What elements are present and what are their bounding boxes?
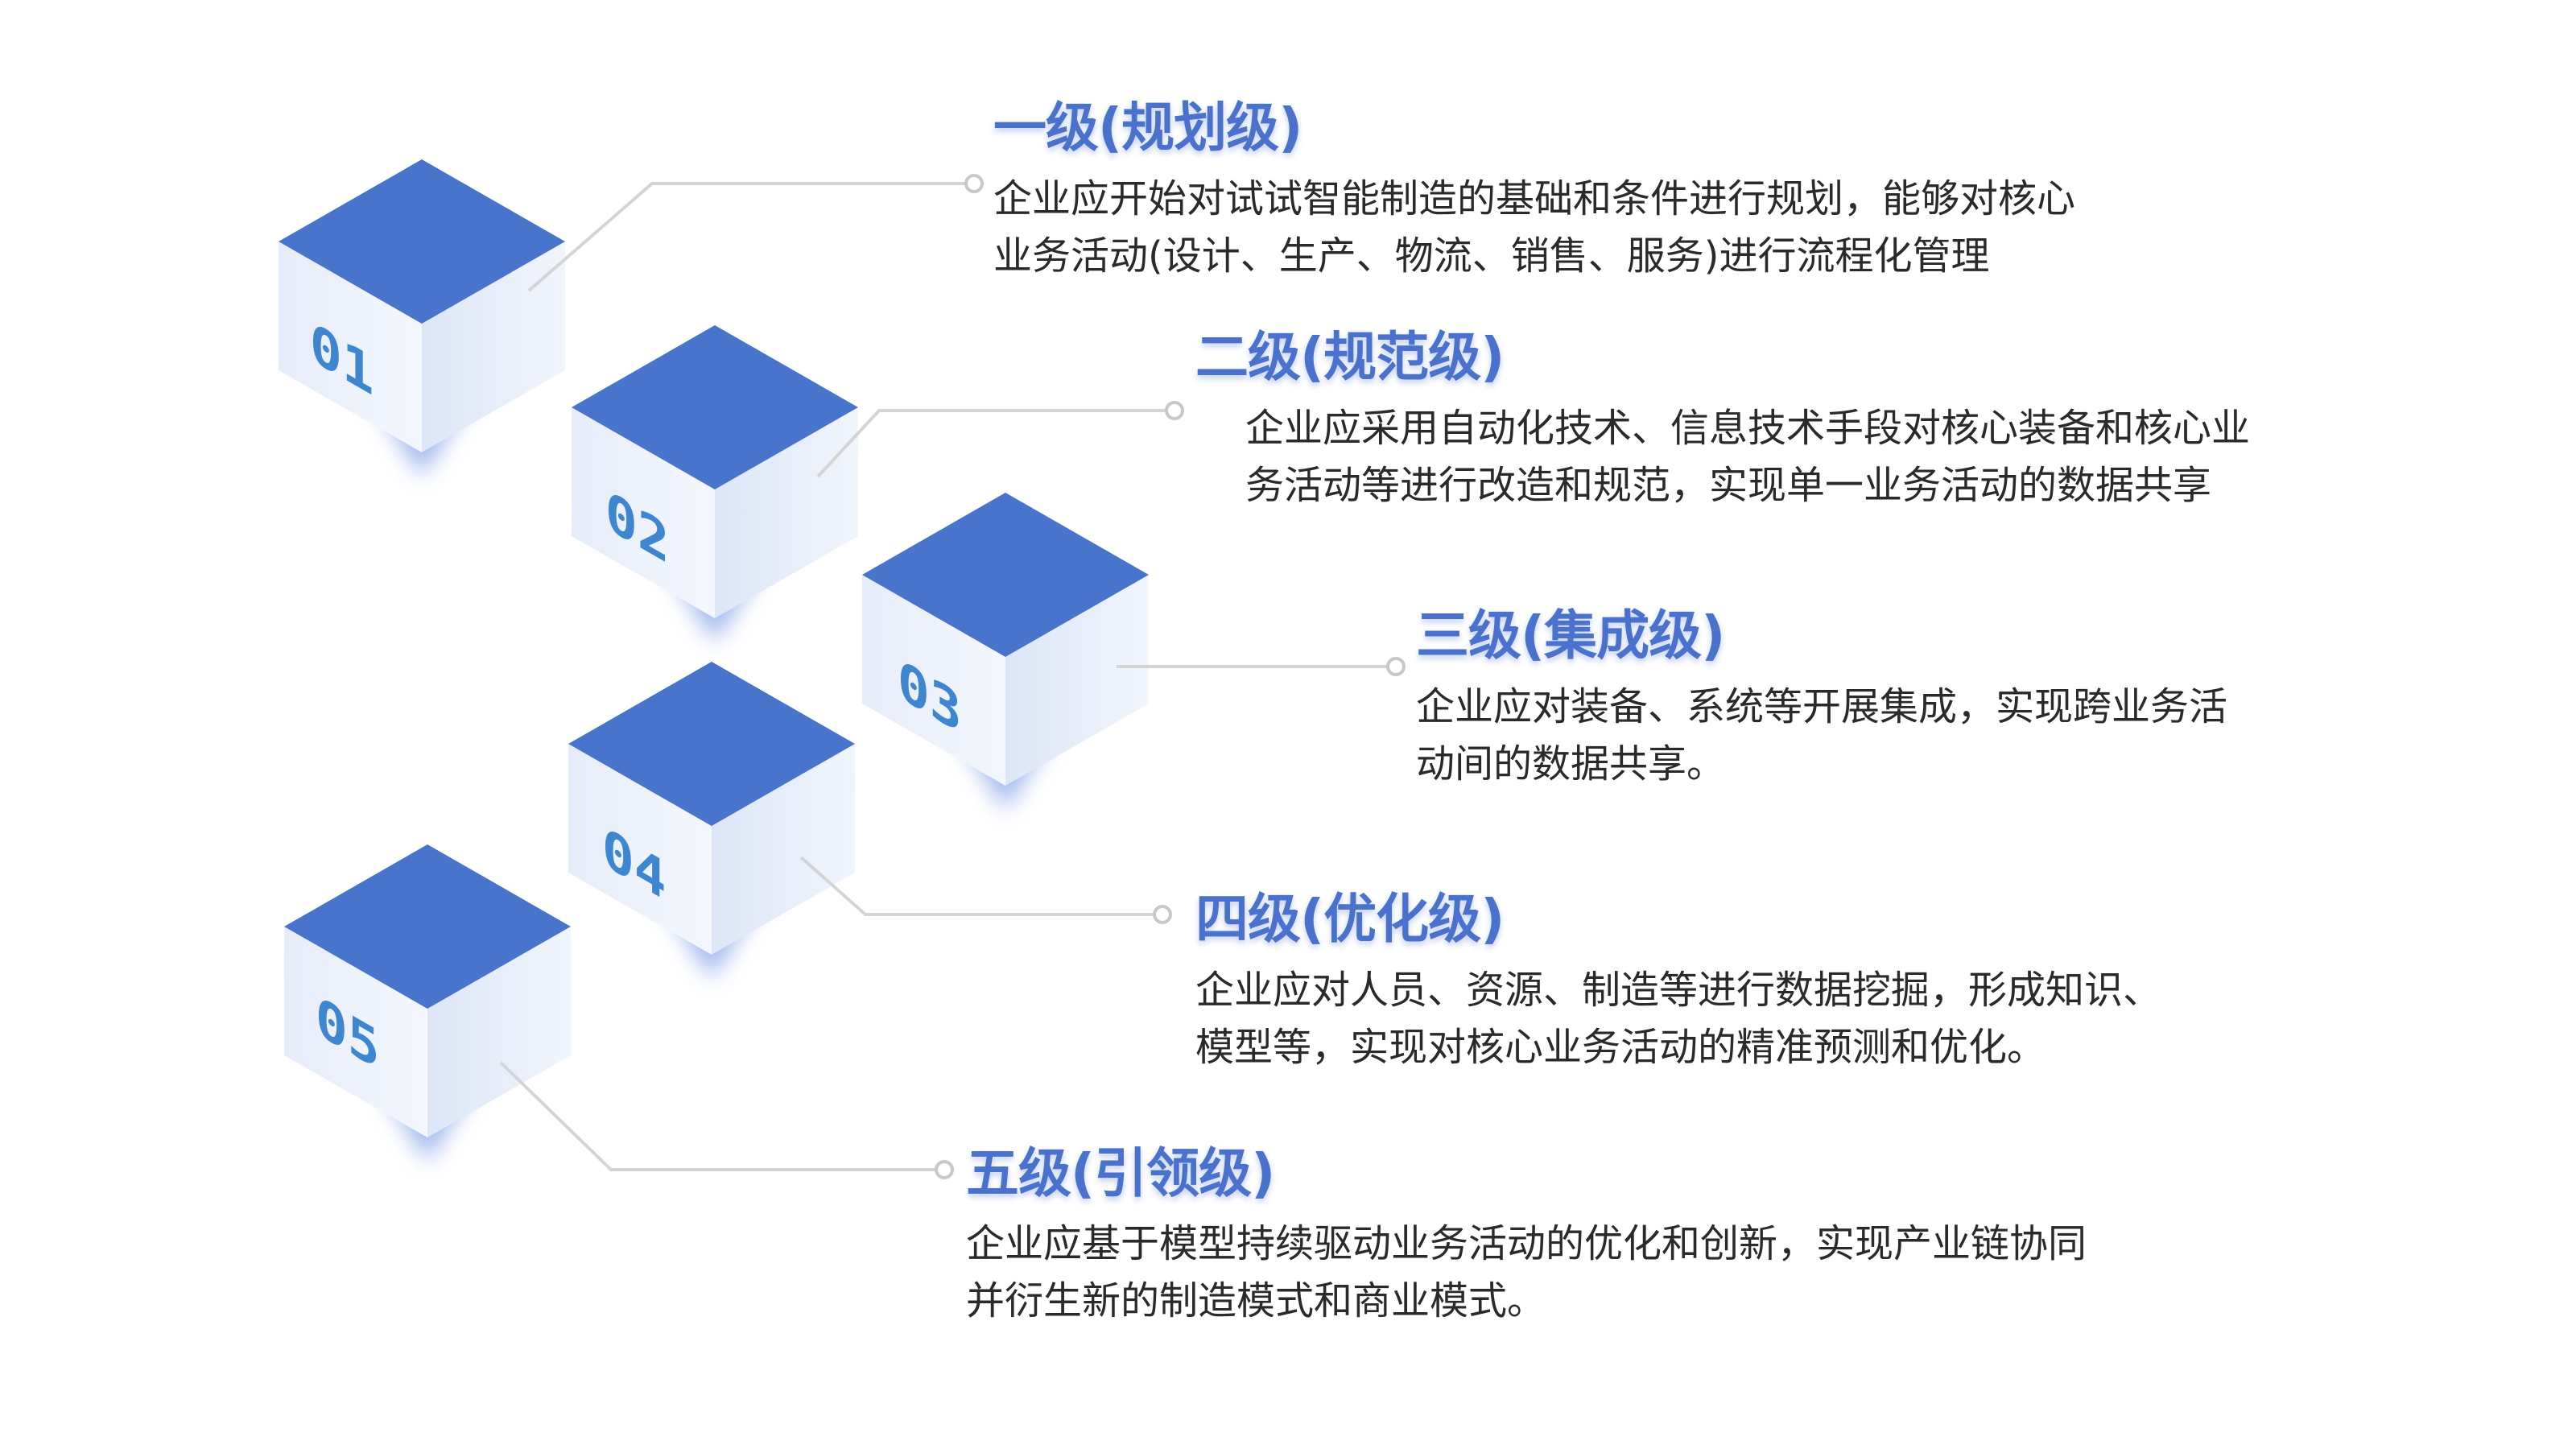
level-title: 四级(优化级) [1195, 888, 1505, 950]
connector-line [499, 1061, 936, 1171]
cube-left-face [284, 927, 427, 1137]
description-line: 业务活动(设计、生产、物流、销售、服务)进行流程化管理 [993, 233, 1990, 279]
connector-1 [527, 174, 984, 292]
description-line: 并衍生新的制造模式和商业模式。 [966, 1278, 1546, 1323]
connector-line [816, 409, 1166, 478]
connector-dot [1386, 657, 1406, 676]
level-title: 五级(引领级) [966, 1142, 1275, 1204]
cube-3 [862, 493, 1149, 810]
cube-left-face [568, 744, 712, 955]
description-line: 企业应采用自动化技术、信息技术手段对核心装备和核心业 [1245, 406, 2251, 451]
level-title: 二级(规范级) [1195, 326, 1505, 388]
description-line: 企业应对装备、系统等开展集成，实现跨业务活 [1416, 684, 2228, 729]
description-line: 动间的数据共享。 [1416, 741, 1726, 786]
cube-5 [284, 844, 571, 1162]
cube-top-face [862, 493, 1149, 657]
connector-3 [1117, 657, 1406, 676]
connector-dot [935, 1160, 954, 1179]
level-description: 企业应采用自动化技术、信息技术手段对核心装备和核心业务活动等进行改造和规范，实现… [1245, 400, 2250, 514]
cube-left-face [572, 407, 715, 618]
level-description: 企业应开始对试试智能制造的基础和条件进行规划，能够对核心业务活动(设计、生产、物… [993, 171, 2075, 285]
description-line: 企业应基于模型持续驱动业务活动的优化和创新，实现产业链协同 [966, 1221, 2087, 1266]
cube-top-face [279, 159, 565, 324]
description-line: 企业应对人员、资源、制造等进行数据挖掘，形成知识、 [1195, 968, 2162, 1013]
cube-top-face [284, 844, 571, 1009]
cube-4 [568, 662, 855, 979]
connector-line [527, 182, 966, 292]
level-title: 三级(集成级) [1416, 605, 1725, 667]
cube-top-face [568, 662, 855, 826]
level-description: 企业应对装备、系统等开展集成，实现跨业务活动间的数据共享。 [1416, 679, 2227, 793]
description-line: 模型等，实现对核心业务活动的精准预测和优化。 [1195, 1025, 2046, 1070]
cube-right-face [1005, 575, 1149, 786]
level-title: 一级(规划级) [993, 97, 1302, 159]
description-line: 企业应开始对试试智能制造的基础和条件进行规划，能够对核心 [993, 176, 2076, 221]
cube-right-face [715, 407, 858, 618]
connector-line [799, 856, 1154, 916]
cube-left-face [279, 242, 422, 452]
connector-dot [964, 174, 984, 193]
cube-top-face [572, 325, 858, 489]
connector-dot [1153, 905, 1172, 924]
cube-1 [279, 159, 565, 477]
connector-4 [799, 856, 1172, 924]
cube-right-face [427, 927, 571, 1137]
cube-left-face [862, 575, 1005, 786]
level-description: 企业应对人员、资源、制造等进行数据挖掘，形成知识、模型等，实现对核心业务活动的精… [1195, 962, 2161, 1076]
connector-2 [816, 401, 1184, 478]
level-description: 企业应基于模型持续驱动业务活动的优化和创新，实现产业链协同并衍生新的制造模式和商… [966, 1216, 2087, 1330]
connector-5 [499, 1061, 954, 1179]
cube-right-face [422, 242, 565, 452]
connector-dot [1165, 401, 1184, 420]
description-line: 务活动等进行改造和规范，实现单一业务活动的数据共享 [1245, 463, 2212, 508]
cube-right-face [712, 744, 855, 955]
cube-2 [572, 325, 858, 642]
